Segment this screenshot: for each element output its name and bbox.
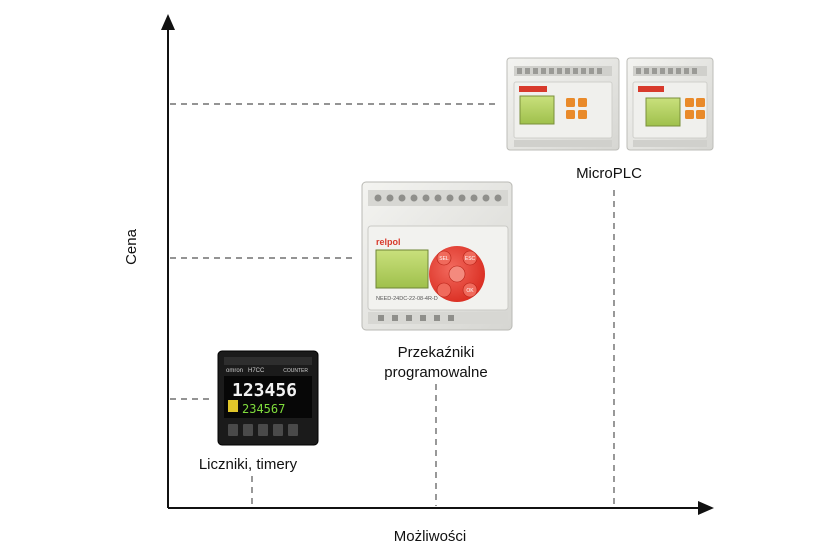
y-axis-label: Cena: [123, 228, 140, 265]
counter-timer-image: omron H7CC COUNTER 123456 234567: [217, 350, 319, 446]
counter-display-bottom: 234567: [242, 402, 285, 416]
relay-key-sel: SEL: [439, 256, 449, 262]
microplc-unit: [506, 57, 620, 151]
counter-model-text: H7CC: [248, 368, 265, 374]
x-axis-arrow-icon: [698, 501, 714, 515]
counter-label: Liczniki, timery: [199, 456, 298, 473]
microplc-image: [506, 57, 714, 151]
counter-tag-text: COUNTER: [283, 368, 308, 374]
axes: Cena Możliwości: [123, 14, 714, 545]
microplc-unit: [626, 57, 714, 151]
microplc-label: MicroPLC: [576, 165, 642, 182]
relay-model-text: NEED-24DC-22-08-4R-D: [376, 296, 438, 302]
relay-brand-text: relpol: [376, 237, 401, 247]
relay-key-ok: OK: [466, 288, 474, 294]
guide-lines: [170, 103, 615, 506]
x-axis-label: Możliwości: [394, 528, 467, 545]
relay-label-line2: programowalne: [384, 364, 487, 381]
counter-brand-text: omron: [226, 368, 243, 374]
relay-key-esc: ESC: [465, 256, 476, 262]
relay-label-line1: Przekaźniki: [398, 344, 475, 361]
counter-display-top: 123456: [232, 380, 297, 401]
y-axis-arrow-icon: [161, 14, 175, 30]
programmable-relay-image: relpol NEED-24DC-22-08-4R-D SEL ESC OK: [361, 181, 513, 331]
